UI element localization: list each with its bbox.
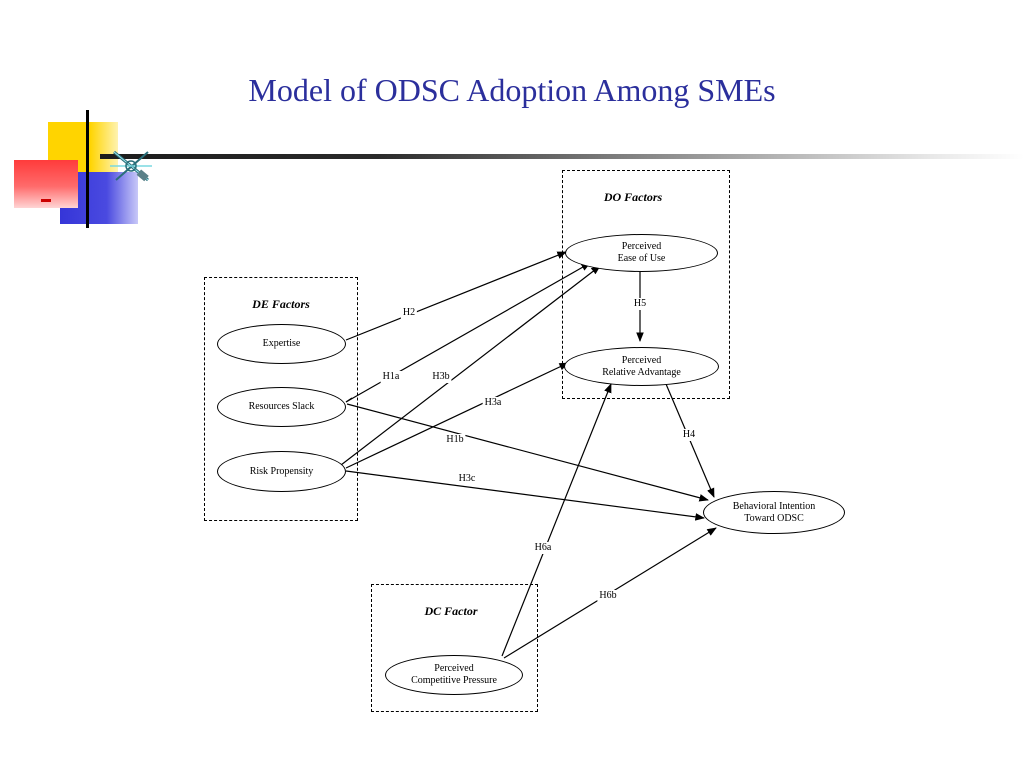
crosshair-icon <box>110 150 152 182</box>
edge-label-h5: H5 <box>631 298 649 310</box>
de-factors-label: DE Factors <box>252 297 310 311</box>
edge-label-h3c: H3c <box>456 473 478 485</box>
edge-label-h2: H2 <box>400 307 418 319</box>
dc-factor-frame <box>371 584 538 712</box>
slide-title: Model of ODSC Adoption Among SMEs <box>248 72 776 108</box>
edge-h1b <box>346 403 709 502</box>
node-risk-propensity: Risk Propensity <box>217 451 346 492</box>
do-factors-frame <box>562 170 730 399</box>
edge-h3a <box>345 362 569 469</box>
edge-label-h4: H4 <box>680 429 698 441</box>
edge-h2 <box>345 251 567 341</box>
decor-horizontal-rule <box>100 154 1024 159</box>
node-perceived-ease-of-use: Perceived Ease of Use <box>565 234 718 272</box>
node-perceived-relative-advantage: Perceived Relative Advantage <box>564 347 719 386</box>
edge-h6a <box>501 383 612 657</box>
decor-vertical-line <box>86 110 89 228</box>
node-behavioral-intention: Behavioral Intention Toward ODSC <box>703 491 845 534</box>
do-factors-label: DO Factors <box>603 190 663 204</box>
de-factors-frame <box>204 277 358 521</box>
edge-h3c <box>345 470 705 521</box>
node-resources-slack: Resources Slack <box>217 387 346 427</box>
edge-label-h3a: H3a <box>482 397 504 409</box>
edge-label-h1a: H1a <box>380 371 402 383</box>
edge-label-h1b: H1b <box>444 434 466 446</box>
edge-label-h6a: H6a <box>532 542 554 554</box>
decor-red-dash <box>41 199 51 202</box>
edge-label-h3b: H3b <box>430 371 452 383</box>
dc-factor-label: DC Factor <box>424 604 478 618</box>
edge-h3b <box>340 265 601 466</box>
node-perceived-competitive-pressure: Perceived Competitive Pressure <box>385 655 523 695</box>
edge-fork-resources <box>345 397 353 403</box>
node-expertise: Expertise <box>217 324 346 364</box>
edge-label-h6b: H6b <box>597 590 619 602</box>
